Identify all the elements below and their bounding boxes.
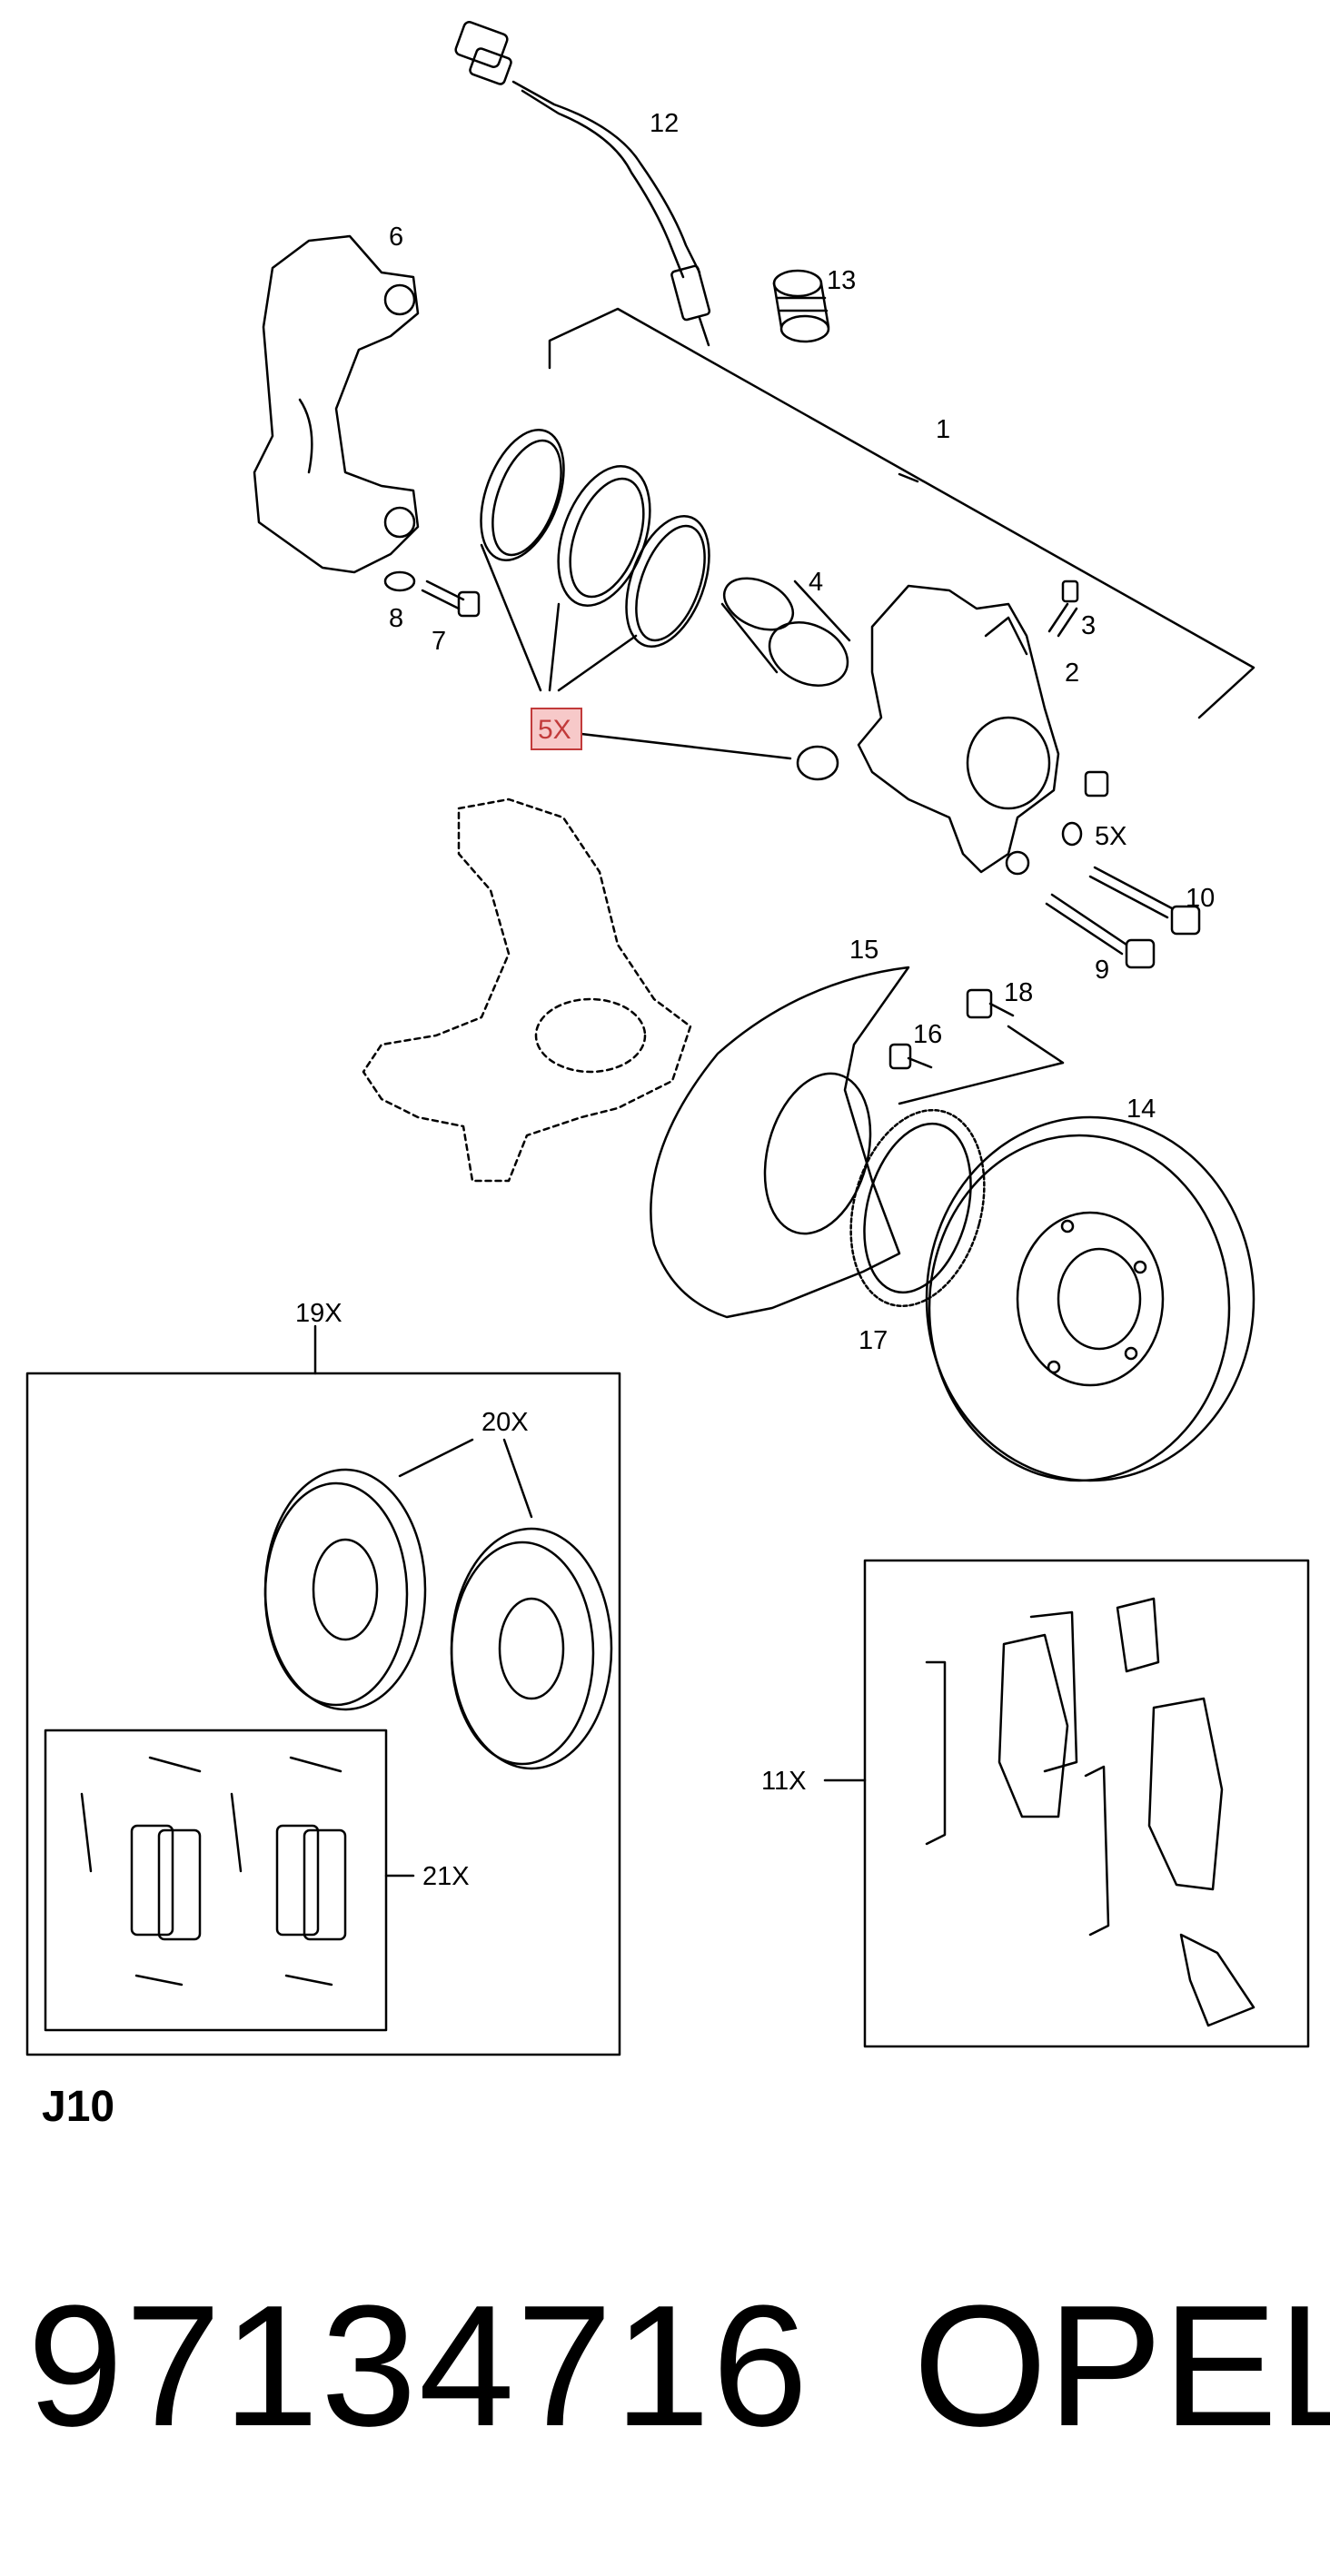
washer-part-8 [383,570,416,592]
pad-set-21x [80,1756,347,1986]
pad-set-11x [925,1597,1256,2027]
callout-8: 8 [389,604,403,633]
abs-sensor-part-12 [454,21,711,347]
section-code: J10 [42,2083,115,2131]
callout-14: 14 [1127,1095,1156,1124]
bleed-screw-part-2 [1047,602,1078,638]
callout-4: 4 [809,568,823,597]
callout-5x-highlighted: 5X [538,715,571,745]
part-number: 97134716 [27,2270,810,2462]
callout-1: 1 [936,415,950,444]
bolt-part-16 [888,1043,933,1070]
callout-7: 7 [432,627,446,656]
callout-labels: 1 2 3 4 5X 6 7 8 9 10 11X 12 13 14 15 16… [295,109,1215,1891]
bushing-part-13 [772,269,830,343]
kit-bracket-part-1 [548,307,1256,719]
callout-19x: 19X [295,1299,342,1328]
guide-bolt-part-10 [1088,866,1201,936]
leader-5x-group [480,543,792,760]
cap-part-3 [1061,580,1079,603]
callout-10: 10 [1186,884,1215,913]
callout-5x: 5X [1095,822,1127,851]
callout-2: 2 [1065,659,1079,688]
guide-bolt-part-9 [1045,893,1156,969]
callout-11x: 11X [761,1767,806,1796]
callout-13: 13 [827,266,856,295]
callout-15: 15 [849,936,878,965]
callout-17: 17 [859,1326,888,1355]
bolt-part-18 [966,988,1015,1019]
callout-9: 9 [1095,956,1109,985]
bolt-part-7 [421,580,481,618]
box-part-11x [823,1559,1310,2048]
callout-18: 18 [1004,978,1033,1007]
abs-tone-ring-part-17 [849,1108,986,1308]
highlighted-callout-5x: 5X [531,708,582,750]
piston-part-4 [720,577,851,687]
disc-20x-a [263,1468,427,1711]
brake-disc-part-14 [925,1115,1256,1482]
seal-rings [480,428,710,649]
brand-name: OPEL [913,2270,1330,2462]
box-part-19x [25,1324,621,2056]
caliper-housing [857,584,1060,876]
leader-group-16-18 [898,1025,1065,1105]
callout-16: 16 [913,1020,942,1049]
disc-20x-b [450,1527,613,1770]
callout-21x: 21X [422,1862,470,1891]
box-part-21x [44,1729,415,2032]
callout-12: 12 [650,109,679,138]
caliper-bracket-part-6 [253,234,420,574]
callout-3: 3 [1081,611,1096,640]
steering-knuckle [362,798,692,1183]
callout-20x: 20X [481,1408,529,1437]
nut-5x [796,745,1109,847]
callout-6: 6 [389,223,403,252]
leader-20x [398,1438,533,1519]
